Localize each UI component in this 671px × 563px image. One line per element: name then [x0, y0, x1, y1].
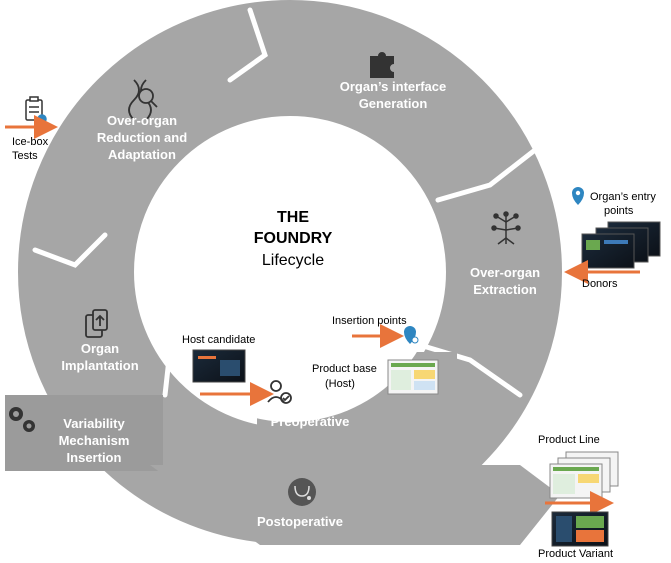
separator-5	[32, 232, 108, 268]
variability-line2: Mechanism	[59, 433, 130, 448]
stethoscope-icon	[288, 478, 316, 506]
icebox-line1: Ice-box	[12, 136, 49, 148]
variability-box	[5, 395, 163, 471]
product-line-screenshots	[549, 451, 619, 499]
product-variant-label: Product Variant	[538, 548, 613, 560]
postoperative-arrow	[150, 465, 560, 545]
network-tree-icon	[491, 211, 521, 245]
product-base-line2: (Host)	[325, 378, 355, 390]
variability-line3: Insertion	[67, 450, 122, 465]
variability-line1: Variability	[63, 416, 125, 431]
extraction-line2: Extraction	[473, 282, 537, 297]
separator-3	[417, 342, 523, 398]
title-line2: FOUNDRY	[254, 230, 333, 247]
entry-points-line2: points	[604, 205, 634, 217]
product-line-label: Product Line	[538, 434, 600, 446]
donor-screenshots	[581, 221, 661, 269]
reduction-line3: Adaptation	[108, 147, 176, 162]
separator-2	[435, 147, 538, 203]
location-pin-icon	[572, 187, 584, 205]
separator-1	[227, 7, 268, 83]
icebox-line2: Tests	[12, 150, 38, 162]
clipboard-check-icon	[25, 96, 47, 124]
title-line3: Lifecycle	[262, 252, 324, 269]
implantation-line1: Organ	[81, 341, 119, 356]
host-candidate-label: Host candidate	[182, 334, 255, 346]
insertion-pin-icon	[404, 326, 419, 344]
preoperative-label: Preoperative	[271, 414, 350, 429]
insertion-points-label: Insertion points	[332, 315, 407, 327]
lifecycle-center	[140, 122, 440, 422]
reduction-line2: Reduction and	[97, 130, 187, 145]
interface-generation-line1: Organ’s interface	[340, 79, 446, 94]
reduction-line1: Over-organ	[107, 113, 177, 128]
product-base-screenshot	[387, 359, 439, 395]
title-line1: THE	[277, 209, 309, 226]
product-variant-screenshot	[551, 511, 609, 547]
extraction-line1: Over-organ	[470, 265, 540, 280]
donors-label: Donors	[582, 278, 618, 290]
gears-icon	[9, 407, 35, 432]
entry-points-line1: Organ’s entry	[590, 191, 656, 203]
puzzle-icon	[370, 52, 394, 78]
dna-magnifier-icon	[128, 79, 158, 121]
product-base-line1: Product base	[312, 363, 377, 375]
implantation-line2: Implantation	[61, 358, 138, 373]
postoperative-label: Postoperative	[257, 514, 343, 529]
host-candidate-screenshot	[192, 349, 246, 383]
tablet-upload-icon	[85, 309, 108, 338]
interface-generation-line2: Generation	[359, 96, 428, 111]
